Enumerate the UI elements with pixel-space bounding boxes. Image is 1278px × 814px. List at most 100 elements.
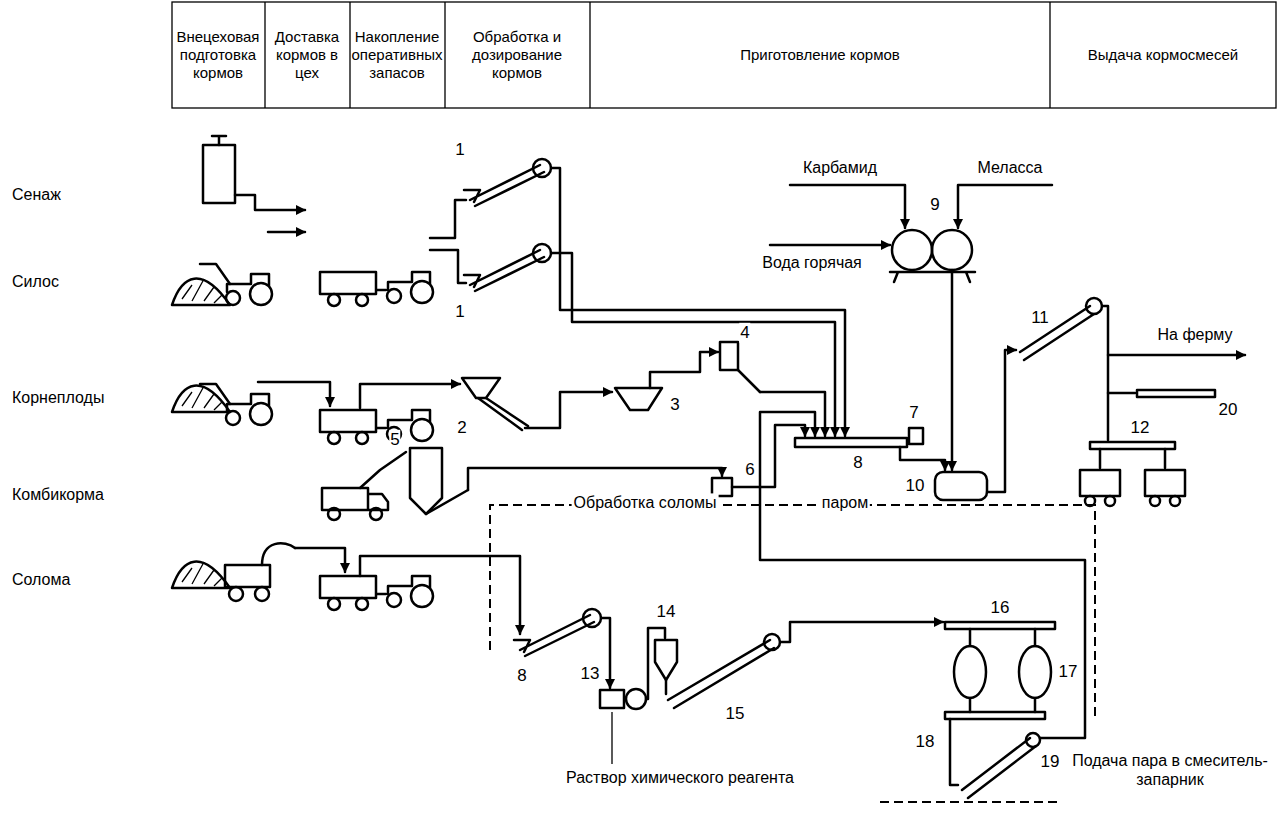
table-header-cell: Доставка кормов в цех [265, 28, 349, 82]
root-crops-line [226, 394, 272, 425]
root-crops-line [320, 410, 386, 444]
input-label: Вода горячая [760, 253, 864, 272]
header-table [265, 2, 1050, 108]
row-label: Силос [10, 272, 61, 291]
straw-line [295, 548, 345, 572]
mixing-section [892, 230, 932, 270]
haylage-silage-line [430, 250, 466, 283]
straw-line [655, 640, 677, 680]
mixing-section [770, 185, 1245, 506]
callout-number: 8 [516, 666, 527, 686]
table-header-cell: Обработка и дозирование кормов [445, 28, 589, 82]
mixing-section [1108, 354, 1245, 357]
straw-line [600, 690, 624, 708]
table-header-cell: Приготовление кормов [718, 46, 922, 64]
straw-line [611, 712, 612, 764]
root-crops-line [720, 342, 738, 370]
straw-line [514, 609, 601, 656]
mixing-section [1108, 392, 1135, 395]
root-crops-line [200, 384, 230, 404]
header-table [172, 2, 1276, 108]
callout-number: 12 [1130, 418, 1151, 438]
straw-line [970, 698, 1035, 712]
haylage-silage-line [551, 253, 835, 436]
table-header-cell: Накопление оперативных запасов [349, 28, 445, 82]
mixing-section [1080, 470, 1120, 506]
callout-number: 3 [669, 395, 680, 415]
callout-number: 13 [580, 664, 601, 684]
straw-line [970, 629, 1035, 646]
mixing-section [1137, 390, 1215, 397]
straw-line [1026, 733, 1040, 747]
callout-number: 7 [908, 403, 919, 423]
row-label: Комбикорма [10, 485, 106, 504]
callout-number: 9 [929, 195, 940, 215]
haylage-silage-line [226, 274, 272, 305]
input-label: Карбамид [801, 158, 879, 177]
mixing-section [1090, 442, 1175, 449]
callout-number: 1 [454, 302, 465, 322]
straw-line [950, 719, 958, 785]
mixing-section [900, 447, 945, 470]
callout-number: 17 [1058, 662, 1079, 682]
haylage-silage-line [551, 168, 845, 436]
straw-line [262, 543, 295, 565]
mixing-section [935, 472, 987, 500]
callout-number: 5 [389, 430, 400, 450]
straw-line [954, 646, 986, 698]
root-crops-line [258, 382, 330, 406]
root-crops-line [478, 398, 528, 430]
mixing-section [795, 438, 907, 447]
table-header-cell: Выдача кормосмесей [1061, 46, 1265, 64]
haylage-silage-line [200, 264, 230, 284]
row-label: Солома [10, 570, 72, 589]
straw-line [255, 587, 269, 601]
straw-line [320, 576, 386, 610]
haylage-silage-line [172, 136, 845, 436]
straw-line [1019, 646, 1051, 698]
haylage-silage-line [235, 195, 305, 210]
haylage-silage-line [268, 231, 305, 234]
process-note: паром [820, 493, 870, 512]
straw-line [490, 505, 1095, 720]
mixing-section [790, 185, 905, 228]
mixing-section [1020, 306, 1094, 360]
callout-number: 16 [990, 598, 1011, 618]
straw-line [601, 618, 610, 688]
compound-feed-line [732, 425, 805, 487]
straw-line [626, 689, 646, 709]
callout-number: 20 [1218, 400, 1239, 420]
table-header-cell: Внецеховая подготовка кормов [172, 28, 264, 82]
straw-line [360, 556, 520, 634]
straw-line [668, 640, 774, 708]
root-crops-line [462, 378, 500, 398]
straw-line [760, 412, 1085, 738]
callout-number: 10 [905, 476, 926, 496]
root-crops-line [360, 384, 460, 408]
mixing-section [958, 185, 1052, 228]
root-crops-line [738, 370, 760, 392]
input-label: Раствор химического реагента [564, 768, 796, 787]
haylage-silage-line [464, 159, 551, 206]
compound-feed-line [468, 468, 722, 490]
output-label: На ферму [1155, 325, 1234, 344]
row-label: Корнеплоды [10, 388, 106, 407]
haylage-silage-line [387, 272, 433, 303]
input-label: Меласса [975, 158, 1044, 177]
haylage-silage-line [320, 272, 386, 306]
mixing-section [890, 272, 975, 282]
callout-number: 2 [456, 418, 467, 438]
haylage-silage-line [464, 244, 551, 291]
mixing-section [987, 350, 1016, 492]
mixing-section [951, 270, 954, 470]
haylage-silage-line [203, 145, 235, 203]
haylage-silage-line [212, 136, 226, 145]
mixing-section [1100, 449, 1165, 468]
callout-number: 8 [852, 453, 863, 473]
compound-feed-line [410, 448, 442, 514]
straw-line [172, 562, 230, 588]
mixing-section [909, 428, 923, 444]
straw-line [780, 622, 943, 642]
